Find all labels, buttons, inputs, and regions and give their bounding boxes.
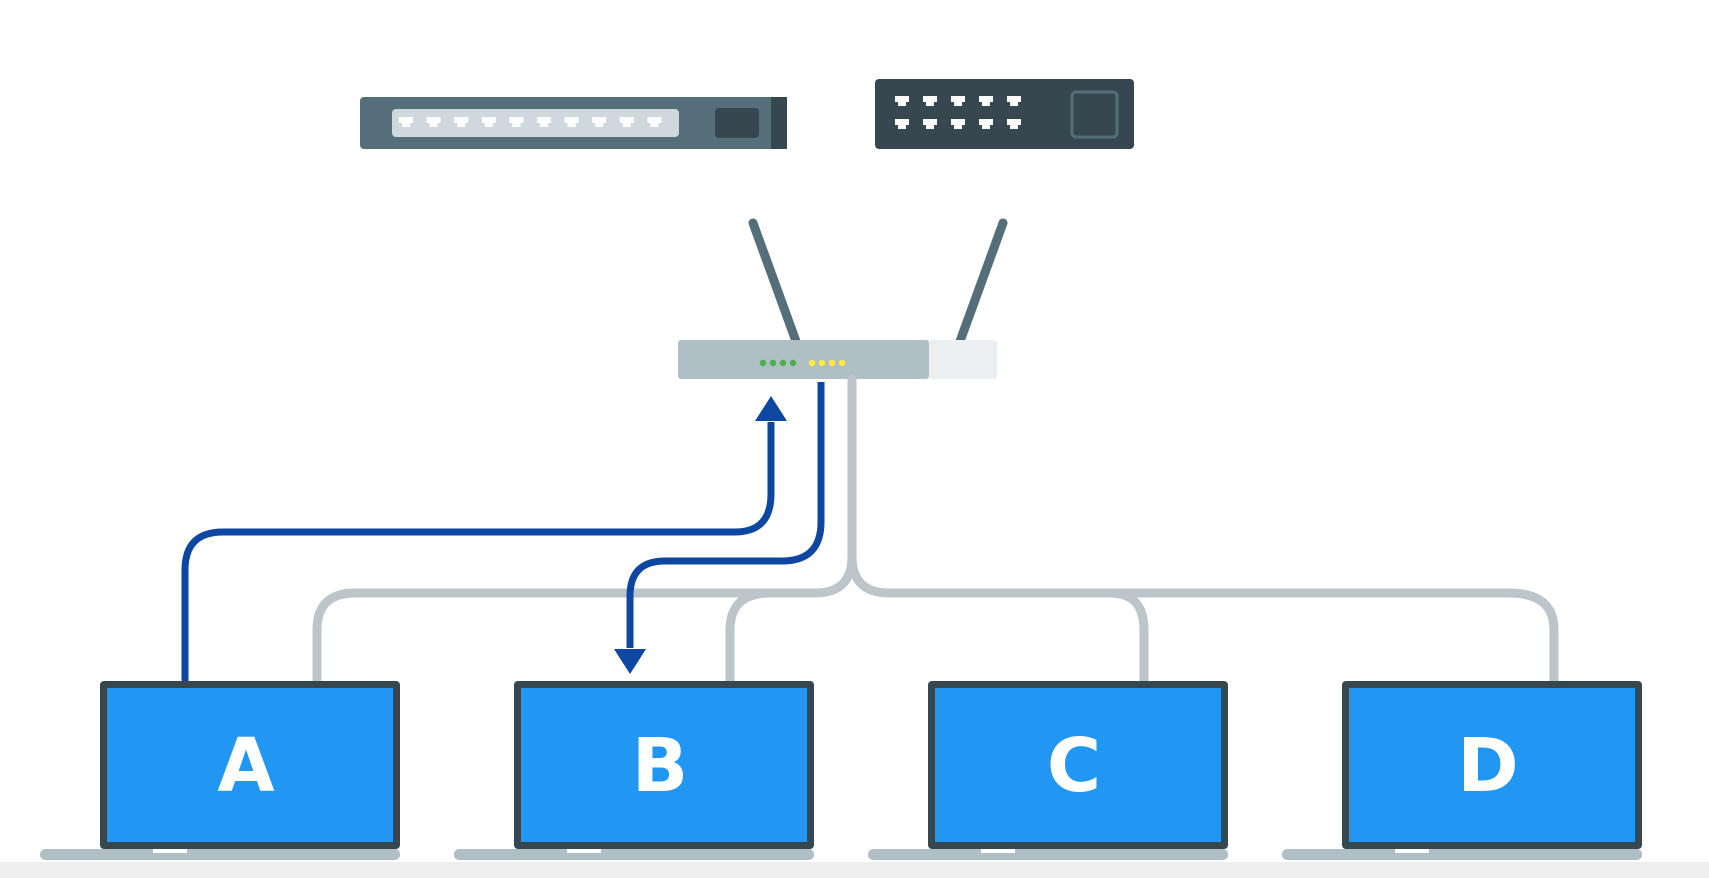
port-icon — [647, 117, 662, 127]
floor-strip — [0, 862, 1709, 878]
arrow-down-icon — [614, 649, 646, 674]
port-icon — [454, 117, 469, 127]
port-icon — [509, 117, 524, 127]
port-icon — [895, 119, 909, 129]
port-icon — [895, 96, 909, 106]
data-path — [181, 382, 825, 682]
port-icon — [923, 96, 937, 106]
port-icon — [951, 119, 965, 129]
port-icon — [923, 119, 937, 129]
port-icon — [979, 96, 993, 106]
arrow-up-icon — [755, 396, 787, 421]
port-icon — [1007, 96, 1021, 106]
laptop-base — [40, 849, 400, 860]
laptop-screen — [107, 688, 393, 842]
path-a-to-router — [181, 422, 775, 682]
port-icon — [426, 117, 441, 127]
switch-1-ports — [399, 117, 662, 127]
port-icon — [564, 117, 579, 127]
port-icon — [951, 96, 965, 106]
port-icon — [592, 117, 607, 127]
network-switch-1-icon — [360, 97, 787, 149]
network-switch-2-icon — [875, 79, 1134, 149]
antenna-right — [954, 218, 1008, 349]
laptop-screen — [935, 688, 1221, 842]
laptop-c[interactable]: C — [868, 681, 1228, 860]
laptop-a[interactable]: A — [40, 681, 400, 860]
port-icon — [537, 117, 551, 127]
laptop-notch — [1395, 849, 1429, 853]
port-icon — [1007, 119, 1021, 129]
laptop-label: A — [217, 723, 274, 809]
wireless-router-icon — [678, 218, 1008, 379]
laptops: A B C D — [40, 681, 1642, 860]
antenna-left — [748, 218, 802, 349]
laptop-label: B — [632, 723, 688, 809]
port-icon — [979, 119, 993, 129]
laptop-notch — [567, 849, 601, 853]
laptop-notch — [981, 849, 1015, 853]
port-icon — [481, 117, 496, 127]
laptop-base — [1282, 849, 1642, 860]
path-router-to-b — [626, 382, 825, 648]
port-icon — [399, 117, 413, 127]
cable-to-b — [725, 588, 775, 689]
laptop-notch — [153, 849, 187, 853]
laptop-screen — [521, 688, 807, 842]
cable-to-d — [847, 551, 1559, 689]
laptop-label: C — [1047, 723, 1101, 809]
laptop-base — [868, 849, 1228, 860]
laptop-b[interactable]: B — [454, 681, 814, 860]
port-icon — [619, 117, 634, 127]
laptop-label: D — [1457, 723, 1518, 809]
network-cables — [312, 374, 1559, 689]
router-leds — [759, 359, 846, 367]
laptop-screen — [1349, 688, 1635, 842]
switch-2-ports — [895, 96, 1021, 129]
laptop-d[interactable]: D — [1282, 681, 1642, 860]
cable-to-c — [1105, 588, 1149, 689]
laptop-base — [454, 849, 814, 860]
